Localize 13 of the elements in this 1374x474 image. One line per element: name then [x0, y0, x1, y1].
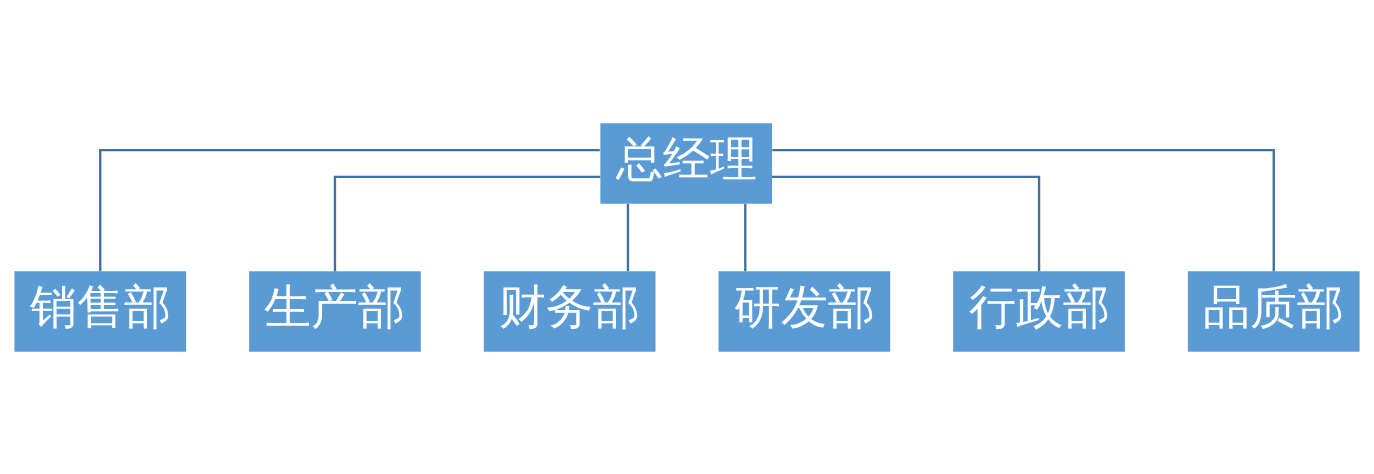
- connector: [626, 203, 630, 271]
- node-box: 行政部: [953, 270, 1125, 352]
- node-box: 生产部: [249, 270, 421, 352]
- node-box: 研发部: [718, 270, 891, 352]
- node-box: 总经理: [600, 122, 773, 204]
- connector: [744, 203, 747, 271]
- connector: [333, 175, 601, 271]
- connector: [99, 148, 600, 271]
- node-box: 财务部: [483, 270, 656, 352]
- connector: [772, 148, 1275, 271]
- node-box: 销售部: [14, 270, 187, 352]
- node-box: 品质部: [1187, 270, 1360, 352]
- connector: [772, 175, 1041, 271]
